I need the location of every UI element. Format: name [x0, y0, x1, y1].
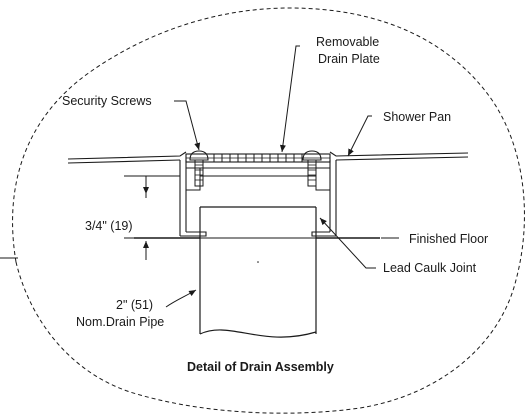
security-screw-right: [302, 150, 322, 187]
label-finished-floor: Finished Floor: [409, 232, 488, 246]
label-security-screws: Security Screws: [62, 94, 152, 108]
label-dimension: 3/4" (19): [85, 219, 133, 233]
shower-pan: [67, 151, 469, 164]
detail-boundary-dashed: [12, 7, 525, 414]
leader-lines: [165, 45, 399, 308]
removable-drain-plate: [185, 153, 331, 163]
label-removable-line2: Drain Plate: [318, 52, 380, 66]
drain-pipe: [199, 206, 317, 338]
label-drain-pipe-line1: 2" (51): [116, 298, 153, 312]
drain-body: [179, 160, 337, 237]
label-shower-pan: Shower Pan: [383, 110, 451, 124]
label-drain-pipe-line2: Nom.Drain Pipe: [76, 315, 164, 329]
label-lead-caulk-joint: Lead Caulk Joint: [383, 261, 477, 275]
dimension-marker: [124, 175, 180, 260]
label-removable-line1: Removable: [316, 35, 379, 49]
security-screw-left: [189, 150, 209, 187]
diagram-title: Detail of Drain Assembly: [187, 360, 334, 374]
